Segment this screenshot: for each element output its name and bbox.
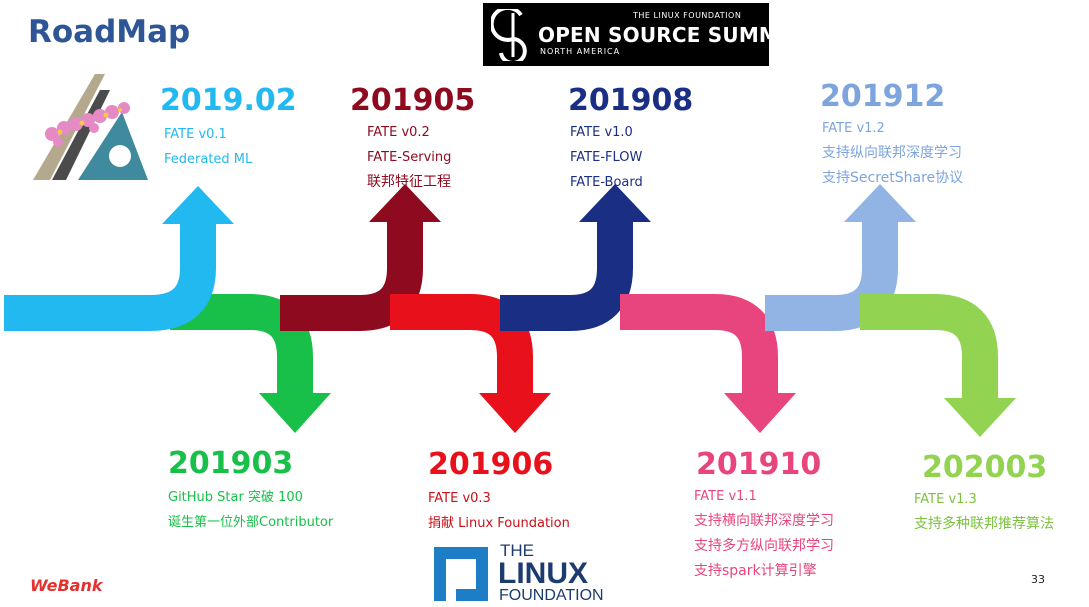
milestone-202003: 202003 FATE v1.3 支持多种联邦推荐算法	[914, 450, 1054, 537]
milestone-item: FATE-FLOW	[570, 150, 643, 165]
milestone-item: 联邦特征工程	[367, 174, 451, 190]
milestone-item: 支持多种联邦推荐算法	[914, 516, 1054, 532]
milestone-201905: 201905 FATE v0.2 FATE-Serving 联邦特征工程	[350, 86, 475, 195]
milestone-201906: 201906 FATE v0.3 捐献 Linux Foundation	[428, 450, 570, 536]
milestone-item: FATE-Serving	[367, 150, 452, 165]
milestone-2019-02: 2019.02 FATE v0.1 Federated ML	[160, 86, 297, 172]
page-title: RoadMap	[28, 14, 191, 50]
linux-the-text: THE	[500, 541, 534, 560]
milestone-item: FATE v1.3	[914, 492, 977, 507]
milestone-year: 202003	[922, 450, 1048, 485]
milestone-item: GitHub Star 突破 100	[168, 490, 303, 505]
milestone-item: FATE-Board	[570, 175, 643, 190]
milestone-year: 2019.02	[160, 83, 297, 118]
milestone-201903: 201903 GitHub Star 突破 100 诞生第一位外部Contrib…	[168, 449, 333, 535]
milestone-year: 201905	[350, 83, 476, 118]
milestone-201910: 201910 FATE v1.1 支持横向联邦深度学习 支持多方纵向联邦学习 支…	[694, 447, 834, 584]
milestone-year: 201910	[696, 447, 822, 482]
summit-sub-text: NORTH AMERICA	[540, 47, 621, 56]
milestone-item: 支持横向联邦深度学习	[694, 513, 834, 529]
milestone-item: FATE v1.0	[570, 125, 633, 140]
summit-s-icon	[491, 9, 527, 61]
milestone-item: FATE v0.2	[367, 125, 430, 140]
fate-logo	[33, 74, 148, 180]
milestone-item: 支持spark计算引擎	[694, 563, 817, 579]
linux-linux-text: LINUX	[498, 557, 588, 590]
milestone-year: 201906	[428, 447, 554, 482]
milestone-year: 201903	[168, 446, 294, 481]
open-source-summit-logo: THE LINUX FOUNDATION OPEN SOURCE SUMMIT …	[483, 3, 800, 66]
milestone-item: FATE v1.2	[822, 121, 885, 136]
summit-top-text: THE LINUX FOUNDATION	[633, 11, 742, 20]
milestone-item: Federated ML	[164, 152, 253, 167]
linux-foundation-icon	[434, 547, 488, 601]
milestone-year: 201912	[820, 79, 946, 114]
page-number: 33	[1031, 573, 1045, 586]
milestone-item: FATE v0.3	[428, 491, 491, 506]
milestone-item: 支持多方纵向联邦学习	[694, 538, 834, 554]
webank-logo: WeBank	[30, 576, 103, 595]
milestone-item: 支持SecretShare协议	[822, 170, 964, 186]
milestone-item: 支持纵向联邦深度学习	[822, 145, 962, 161]
summit-main-text: OPEN SOURCE SUMMIT	[538, 23, 801, 47]
milestone-item: 捐献 Linux Foundation	[428, 516, 570, 531]
milestone-year: 201908	[568, 83, 694, 118]
milestone-201908: 201908 FATE v1.0 FATE-FLOW FATE-Board	[568, 86, 693, 195]
milestone-201912: 201912 FATE v1.2 支持纵向联邦深度学习 支持SecretShar…	[820, 82, 963, 191]
linux-foundation-text: FOUNDATION	[499, 587, 604, 604]
milestone-item: 诞生第一位外部Contributor	[168, 515, 334, 530]
milestone-item: FATE v1.1	[694, 489, 757, 504]
milestone-item: FATE v0.1	[164, 127, 227, 142]
linux-foundation-logo: THE LINUX FOUNDATION	[432, 541, 612, 605]
